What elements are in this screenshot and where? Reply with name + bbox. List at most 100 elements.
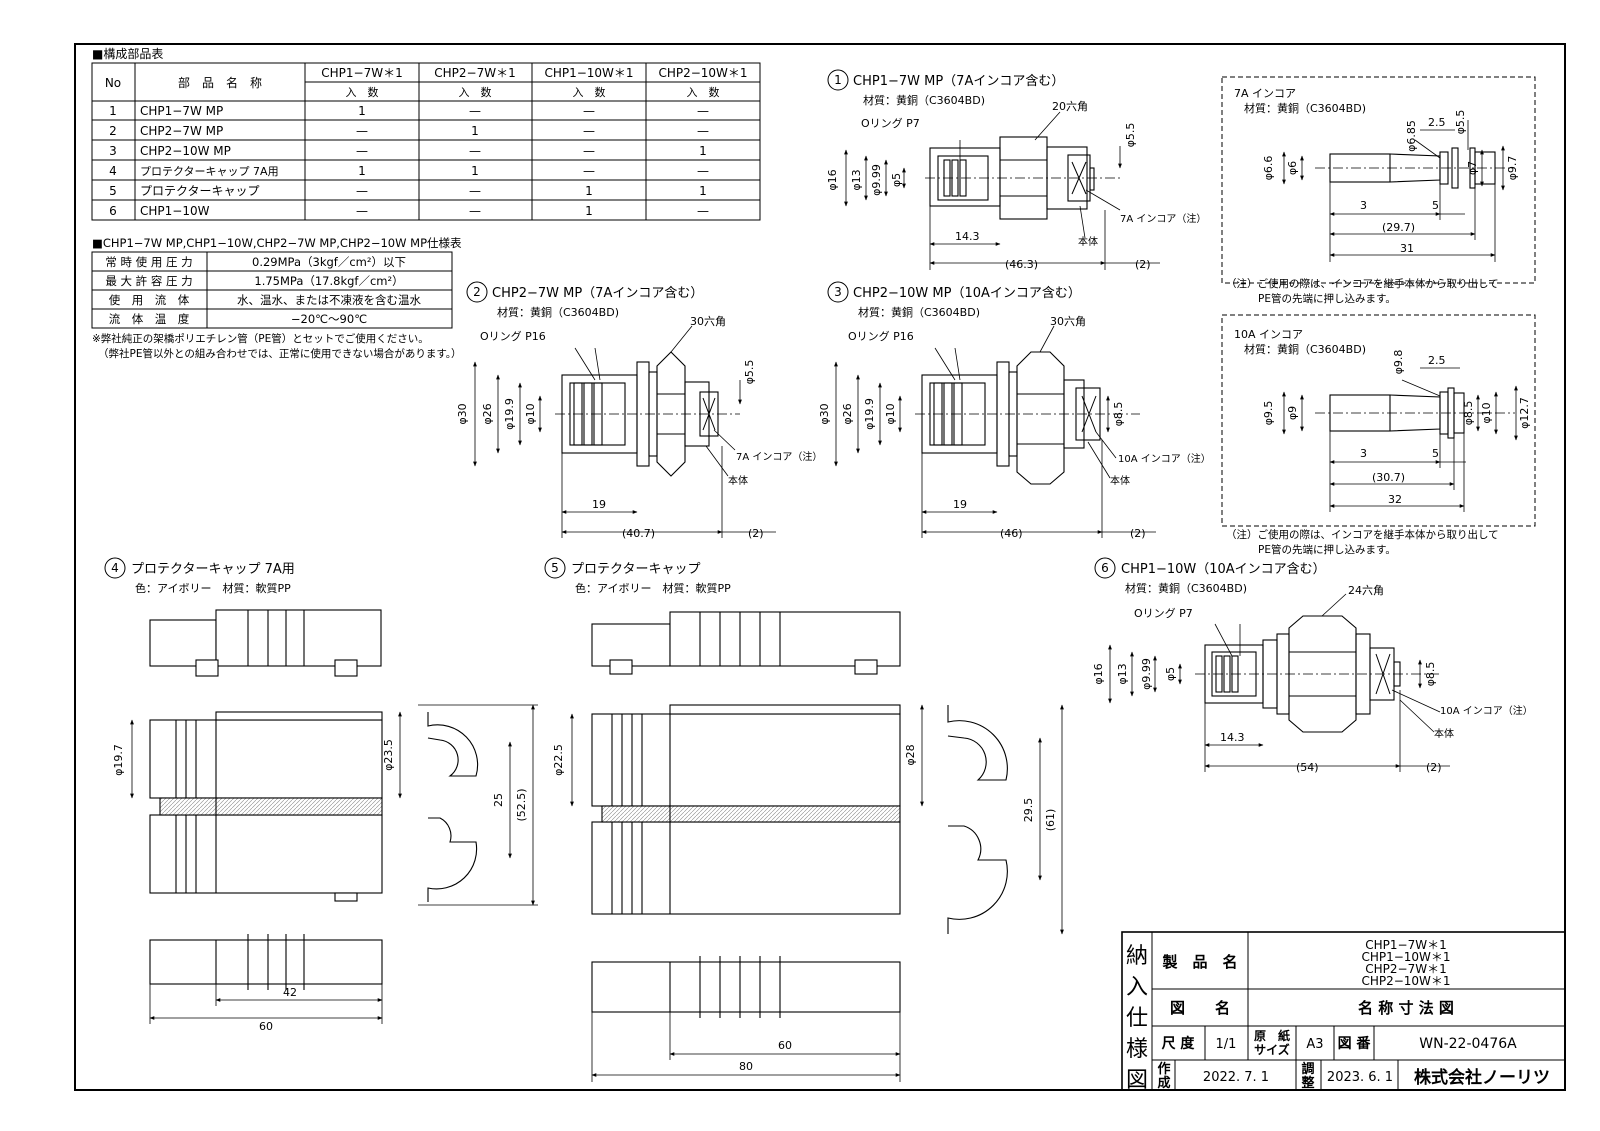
dim: φ10 [884,403,897,424]
part-3-drawing: 3 CHP2−10W MP（10Aインコア含む） 材質：黄銅（C3604BD) [818,281,1211,540]
dim: (61) [1044,809,1057,832]
dim: φ19.9 [863,398,876,430]
row-qty: 1 [585,204,593,218]
incore-note: PE管の先端に押し込みます。 [1258,543,1396,556]
dim: φ30 [456,403,469,424]
part-6-drawing: 6 CHP1−10W（10Aインコア含む） 材質：黄銅（C3604BD) [1092,557,1533,774]
part-title: プロテクターキャップ [571,562,700,577]
dim: 19 [592,498,606,511]
dim: 42 [283,986,297,999]
oring-label: Oリング P16 [848,329,914,343]
made-label: 成 [1157,1075,1170,1091]
oring-label: Oリング P16 [480,329,546,343]
dim: φ6.6 [1262,156,1275,181]
dim: 29.5 [1022,798,1035,823]
dim: 31 [1400,242,1414,255]
row-qty: — [697,204,709,218]
incore-7a-box: 7A インコア 材質：黄銅（C3604BD) φ6.6 φ6 [1221,76,1536,284]
dim: (52.5) [515,788,528,821]
row-qty: — [583,144,595,158]
side-char: 仕 [1126,1006,1148,1031]
row-part-name: CHP1−7W MP [140,104,223,118]
outer-frame [74,43,1566,1091]
dim: 2.5 [1428,116,1446,129]
spec-value: 0.29MPa（3kgf／cm²）以下 [252,255,406,269]
row-qty: — [356,124,368,138]
dim: φ9.7 [1506,156,1519,181]
row-no: 2 [109,124,117,138]
row-part-name: CHP2−10W MP [140,144,231,158]
row-qty: — [583,164,595,178]
adjust-label: 調 [1301,1061,1314,1077]
model-4: CHP2−10W＊1 [658,66,747,80]
part-5-drawing: 5 プロテクターキャップ 色：アイボリー 材質：軟質PP [544,557,1064,1082]
dim: (40.7) [622,527,655,540]
part-number: 4 [111,561,119,575]
dim: 25 [492,793,505,807]
company-name: 株式会社ノーリツ [1414,1067,1550,1088]
row-qty: — [356,204,368,218]
part-number: 1 [834,73,842,87]
dim: φ26 [481,403,494,424]
dim: φ13 [850,169,863,190]
row-qty: 1 [471,164,479,178]
dim: (2) [1130,527,1146,540]
body-label: 本体 [1078,235,1098,248]
spec-label: 使 用 流 体 [109,293,190,307]
adjust-label: 整 [1300,1075,1315,1091]
row-qty: 1 [699,144,707,158]
dim: φ5.5 [1124,123,1137,148]
dim: φ19.9 [503,398,516,430]
dim: φ9 [1286,406,1299,420]
adjust-date: 2023. 6. 1 [1327,1070,1393,1085]
dim: 60 [778,1039,792,1052]
part-4-drawing: 4 プロテクターキャップ 7A用 色：アイボリー 材質：軟質PP [104,557,538,1033]
row-qty: — [697,124,709,138]
incore-note: （注）ご使用の際は、インコアを継手本体から取り出して [1226,277,1499,290]
dim: (46.3) [1005,258,1038,271]
incore-material: 材質：黄銅（C3604BD) [1244,101,1366,115]
dim: (2) [1426,761,1442,774]
part-title: CHP1−10W（10Aインコア含む） [1121,561,1326,577]
spec-table: ■CHP1−7W MP,CHP1−10W,CHP2−7W MP,CHP2−10W… [91,236,462,360]
insert-label: 10A インコア（注） [1118,452,1211,465]
body-label: 本体 [1110,474,1130,487]
dim: φ10 [524,403,537,424]
dim: 19 [953,498,967,511]
product-name: CHP2−7W＊1 [1365,962,1446,976]
dim: 5 [1432,447,1439,460]
body-label: 本体 [728,474,748,487]
dim: φ16 [1092,663,1105,684]
row-qty: 1 [699,184,707,198]
parts-table: ■構成部品表 No 部 品 名 称 CHP1−7W＊1 CHP2−7W＊1 CH… [91,46,761,221]
row-qty: — [469,144,481,158]
side-char: 入 [1126,975,1148,1000]
spec-note: （弊社PE管以外との組み合わせでは、正常に使用できない場合があります。） [98,347,462,360]
part-1-drawing: 1 CHP1−7W MP（7Aインコア含む） 材質：黄銅（C3604BD) [826,69,1206,271]
dim: φ7 [1466,161,1479,175]
row-qty: — [469,184,481,198]
dim: φ26 [841,403,854,424]
paper-label: サイズ [1254,1042,1290,1057]
oring-label: Oリング P7 [861,116,920,130]
hex-label: 30六角 [690,315,726,328]
paper-label: 原 紙 [1254,1028,1290,1043]
part-material: 材質：黄銅（C3604BD) [1125,581,1247,595]
dim: φ8.5 [1112,402,1125,427]
title-block: 納 入 仕 様 図 製 品 名 CHP1−7W＊1 CHP1−10W＊1 CHP… [1121,931,1566,1093]
dim: φ9.99 [870,164,883,196]
dim: 2.5 [1428,354,1446,367]
row-no: 4 [109,164,117,178]
row-no: 6 [109,204,117,218]
insert-label: 10A インコア（注） [1440,704,1533,717]
hex-label: 24六角 [1348,584,1384,597]
dim: φ8.5 [1462,401,1475,426]
incore-title: 10A インコア [1234,328,1303,341]
drawing-number: WN-22-0476A [1419,1036,1517,1052]
part-title: CHP2−7W MP（7Aインコア含む） [492,285,703,301]
dim: φ9.5 [1262,401,1275,426]
made-label: 作 [1157,1061,1170,1077]
model-3: CHP1−10W＊1 [544,66,633,80]
qty-header: 入 数 [459,86,492,99]
